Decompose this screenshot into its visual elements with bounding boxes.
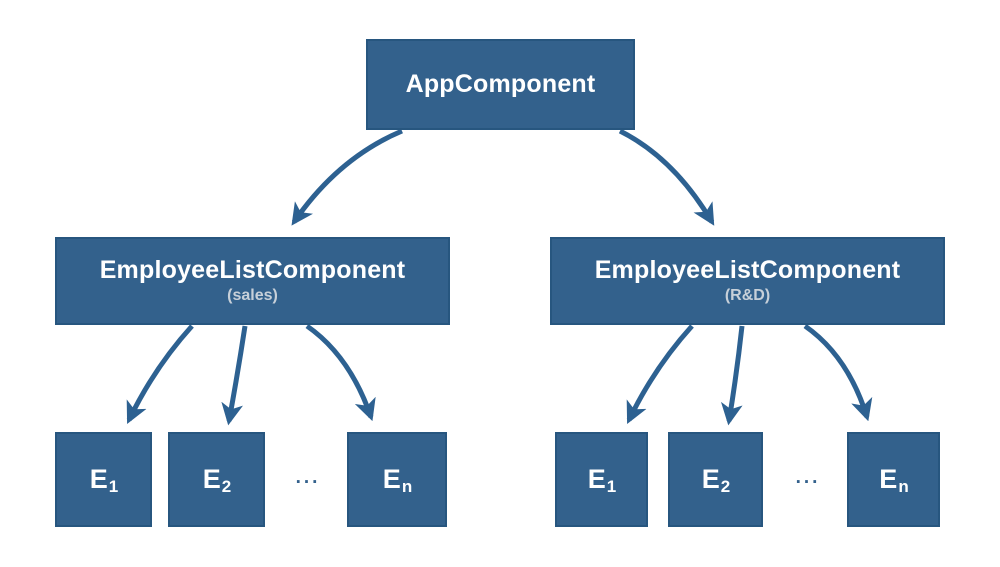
node-sublabel: (R&D) <box>724 286 771 304</box>
node-rd-employee-n: En <box>847 432 940 527</box>
node-label: EmployeeListComponent <box>594 256 901 285</box>
node-label: AppComponent <box>405 69 596 98</box>
node-label: E1 <box>89 464 119 496</box>
arrow-app-to-sales <box>291 128 403 226</box>
node-label: E1 <box>587 464 617 496</box>
node-app-component: AppComponent <box>366 39 635 130</box>
node-label: E2 <box>701 464 731 496</box>
node-label: En <box>382 464 413 496</box>
ellipsis-rd: ... <box>795 467 821 488</box>
arrow-sales-to-e2 <box>221 325 248 426</box>
node-sales-employee-2: E2 <box>168 432 265 527</box>
node-rd-employee-2: E2 <box>668 432 763 527</box>
node-sublabel: (sales) <box>227 286 278 304</box>
arrow-rd-to-e1 <box>626 324 694 424</box>
arrow-rd-to-en <box>803 323 873 422</box>
node-rd-employee-1: E1 <box>555 432 648 527</box>
ellipsis-sales: ... <box>295 467 321 488</box>
arrow-app-to-rd <box>618 128 715 226</box>
arrow-sales-to-e1 <box>126 324 194 424</box>
arrow-sales-to-en <box>305 323 376 422</box>
node-sales-employee-1: E1 <box>55 432 152 527</box>
node-label: E2 <box>202 464 232 496</box>
node-employee-list-rd: EmployeeListComponent (R&D) <box>550 237 945 325</box>
node-sales-employee-n: En <box>347 432 447 527</box>
arrow-rd-to-e2 <box>720 325 745 426</box>
node-employee-list-sales: EmployeeListComponent (sales) <box>55 237 450 325</box>
node-label: EmployeeListComponent <box>99 256 406 285</box>
node-label: En <box>879 464 909 496</box>
